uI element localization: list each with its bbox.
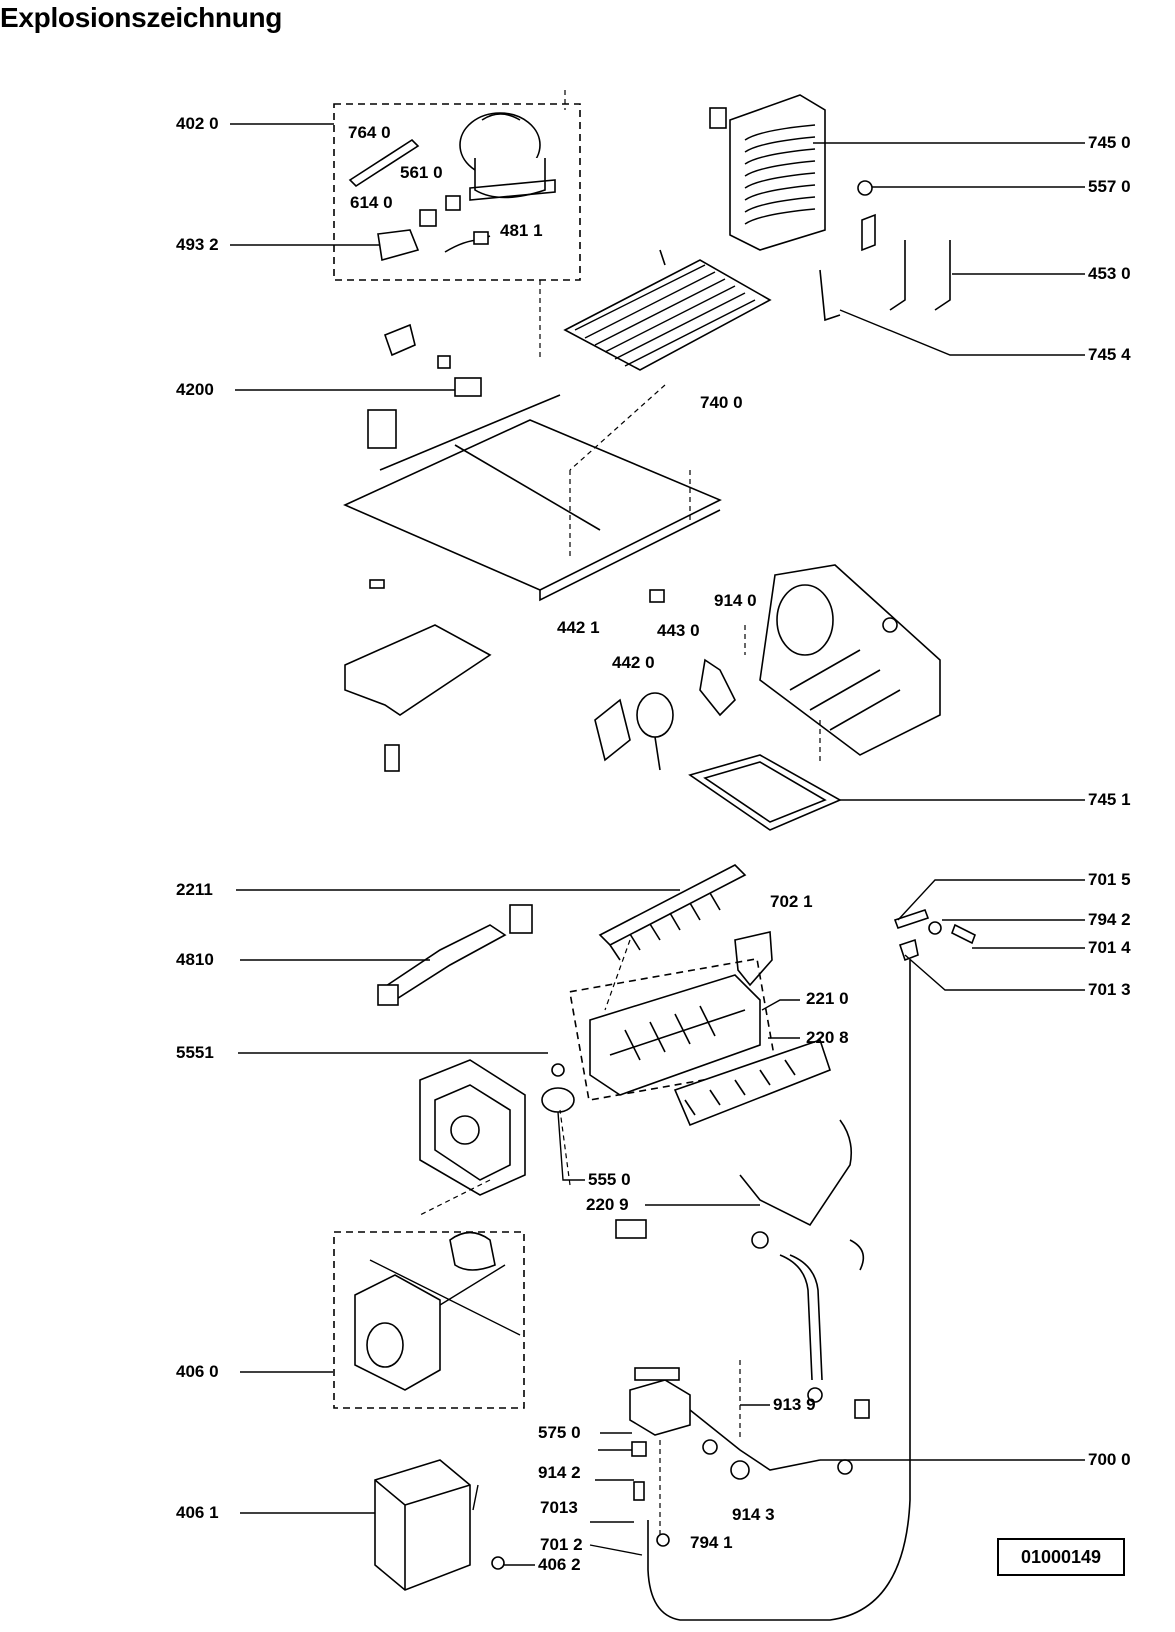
label-7451: 745 1 [1088,790,1131,809]
label-7021: 702 1 [770,892,813,911]
label-4932: 493 2 [176,235,219,254]
label-7013-top: 701 3 [1088,980,1131,999]
assembly-dashed-links [419,384,821,1535]
label-5551: 5551 [176,1043,214,1062]
label-5570: 557 0 [1088,177,1131,196]
label-6140: 614 0 [350,193,393,212]
evaporator-coil [563,249,772,371]
base-frame [343,323,722,602]
label-5550: 555 0 [588,1170,631,1189]
label-4060: 406 0 [176,1362,219,1381]
label-7000: 700 0 [1088,1450,1131,1469]
label-4420: 442 0 [612,653,655,672]
label-7942: 794 2 [1088,910,1131,929]
label-9140: 914 0 [714,591,757,610]
label-2210: 221 0 [806,989,849,1008]
control-module [333,1231,525,1409]
label-7454: 745 4 [1088,345,1131,364]
label-4530: 453 0 [1088,264,1131,283]
reference-number-box: 01000149 [997,1538,1125,1576]
cover-box [374,1459,505,1591]
label-7013-bottom: 7013 [540,1498,578,1517]
label-4062: 406 2 [538,1555,581,1574]
label-9139: 913 9 [773,1395,816,1414]
label-5750: 575 0 [538,1423,581,1442]
water-valve [615,908,977,1621]
cover-plate [344,579,492,772]
label-4020: 402 0 [176,114,219,133]
label-9143: 914 3 [732,1505,775,1524]
label-4810: 4810 [176,950,214,969]
label-7400: 740 0 [700,393,743,412]
label-7014: 701 4 [1088,938,1131,957]
label-7640: 764 0 [348,123,391,142]
label-9142: 914 2 [538,1463,581,1482]
label-7450: 745 0 [1088,133,1131,152]
page-title: Explosionszeichnung [0,2,283,33]
part-labels: 402 0 764 0 561 0 614 0 481 1 493 2 4200… [176,114,1131,1574]
condenser-coil [709,94,951,322]
label-4200: 4200 [176,380,214,399]
label-4061: 406 1 [176,1503,219,1522]
compressor-group [333,90,581,360]
label-4421: 442 1 [557,618,600,637]
label-2209: 220 9 [586,1195,629,1214]
label-2211: 2211 [176,880,213,899]
label-4811: 481 1 [500,221,543,240]
label-4430: 443 0 [657,621,700,640]
drip-tray [688,754,842,831]
leader-lines [230,123,1085,1566]
label-7941: 794 1 [690,1533,733,1552]
label-2208: 220 8 [806,1028,849,1047]
label-7015: 701 5 [1088,870,1131,889]
ice-maker-assembly [377,864,853,1227]
fan-assembly [594,564,941,771]
label-7012: 701 2 [540,1535,583,1554]
label-5610: 561 0 [400,163,443,182]
